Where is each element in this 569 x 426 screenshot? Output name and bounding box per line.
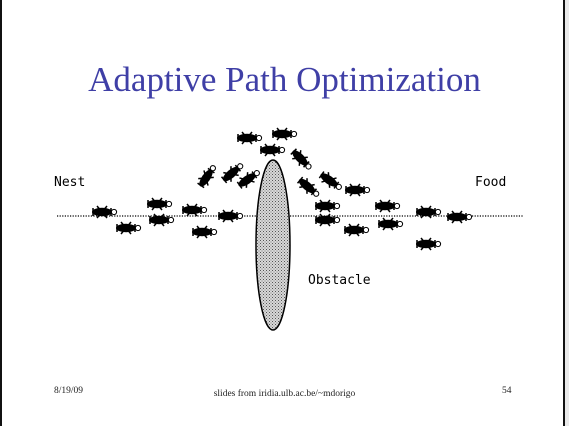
ant-icon bbox=[446, 210, 473, 224]
ant-icon bbox=[314, 199, 341, 213]
nest-label: Nest bbox=[54, 175, 85, 190]
ant-icon bbox=[236, 131, 263, 145]
ant-icon bbox=[287, 145, 316, 174]
ant-icon bbox=[259, 143, 286, 157]
footer-date: 8/19/09 bbox=[54, 386, 84, 396]
obstacle-shape bbox=[255, 159, 291, 331]
ant-icon bbox=[181, 203, 208, 217]
ant-icon bbox=[294, 174, 323, 201]
ant-icon bbox=[217, 209, 244, 223]
ant-icon bbox=[377, 217, 404, 231]
ant-icon bbox=[343, 223, 370, 237]
ant-icon bbox=[316, 168, 346, 195]
ant-icon bbox=[146, 197, 173, 211]
page-number: 54 bbox=[502, 386, 512, 396]
ant-icon bbox=[191, 225, 218, 239]
ant-icon bbox=[415, 237, 442, 251]
ant-icon bbox=[194, 161, 221, 191]
ant-icon bbox=[344, 183, 371, 197]
ant-icon bbox=[115, 221, 142, 235]
food-label: Food bbox=[475, 175, 506, 190]
footer-source: slides from iridia.ulb.ac.be/~mdorigo bbox=[213, 389, 356, 399]
obstacle-label: Obstacle bbox=[308, 273, 371, 288]
slide-title: Adaptive Path Optimization bbox=[88, 60, 481, 99]
ant-icon bbox=[271, 127, 298, 141]
ant-icon bbox=[374, 199, 401, 213]
